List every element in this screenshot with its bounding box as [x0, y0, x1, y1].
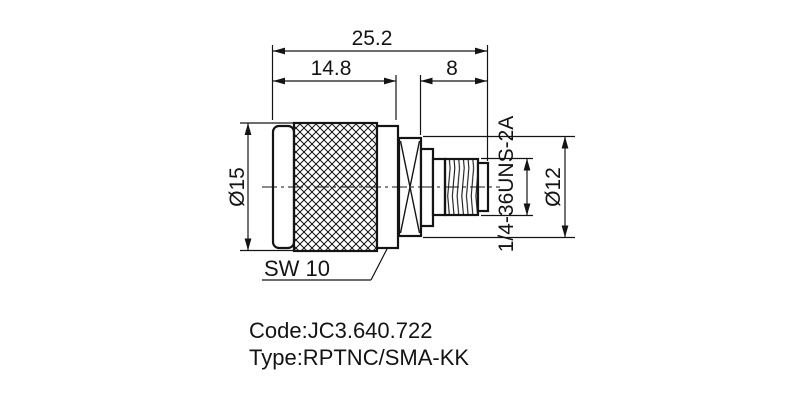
arrow-body-right: [384, 77, 396, 85]
arrow-sma-right: [475, 77, 487, 85]
dim-overall-length-label: 25.2: [352, 27, 393, 50]
arrow-body-left: [273, 77, 285, 85]
part-code-text: Code:JC3.640.722: [249, 318, 432, 343]
thread-spec-label: 1/4-36UNS-2A: [495, 116, 518, 253]
arrow-dia-hex-bottom: [561, 225, 569, 238]
dia-hex-label: Ø12: [542, 167, 565, 207]
dim-sma-length-label: 8: [446, 57, 458, 80]
arrow-thread-top: [523, 158, 531, 171]
arrow-dia-body-bottom: [244, 238, 252, 251]
dimension-arrowheads: [244, 47, 569, 251]
dim-body-length-label: 14.8: [311, 57, 352, 80]
arrow-overall-left: [273, 47, 285, 55]
wrench-size-label: SW 10: [264, 256, 330, 281]
arrow-dia-body-top: [244, 123, 252, 135]
hex-chamfer-lines: [399, 140, 421, 234]
arrow-overall-right: [475, 47, 487, 55]
part-type-text: Type:RPTNC/SMA-KK: [249, 345, 469, 370]
arrow-thread-bottom: [523, 203, 531, 216]
arrow-dia-hex-top: [561, 136, 569, 149]
arrow-sma-left: [420, 77, 433, 85]
dia-body-label: Ø15: [226, 167, 249, 207]
